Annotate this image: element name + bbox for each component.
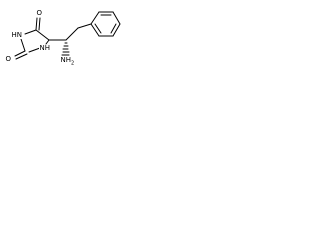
bond-ph-6: [90, 23, 100, 37]
bond-n1-c5: [45, 39, 50, 45]
bond-ph-3: [112, 11, 121, 25]
bond-ph-4: [112, 23, 121, 37]
atom-hn-left: HN: [11, 31, 23, 39]
chemical-structure: O HN NH O NH2: [0, 0, 143, 76]
atom-nh2-subscript: 2: [71, 60, 75, 67]
bond-c5-c4: [35, 29, 50, 41]
bond-calpha-cbeta: [65, 27, 79, 41]
hashed-wedge-bond: [61, 42, 70, 56]
bond-c2-o-a: [14, 50, 26, 57]
bond-ph-1: [90, 11, 100, 25]
atom-nh2-main: NH: [60, 56, 72, 64]
bond-ph-inner-2: [110, 23, 117, 34]
atom-nh-bottom: NH: [39, 44, 51, 52]
bond-n3-c2: [20, 38, 26, 52]
bond-ph-inner-3: [94, 23, 102, 34]
bond-c2-o-b: [15, 53, 28, 60]
atom-o-left: O: [5, 55, 12, 63]
bond-c4-n3: [24, 29, 37, 35]
atom-nh2: NH2: [60, 56, 75, 68]
bond-c4-o-b: [38, 17, 41, 31]
bond-c2-n1: [28, 47, 41, 53]
atom-o-top: O: [36, 9, 43, 17]
bond-c4-o-a: [35, 17, 38, 31]
structure-bonds: [14, 11, 121, 60]
bond-cbeta-cipso: [77, 23, 92, 29]
